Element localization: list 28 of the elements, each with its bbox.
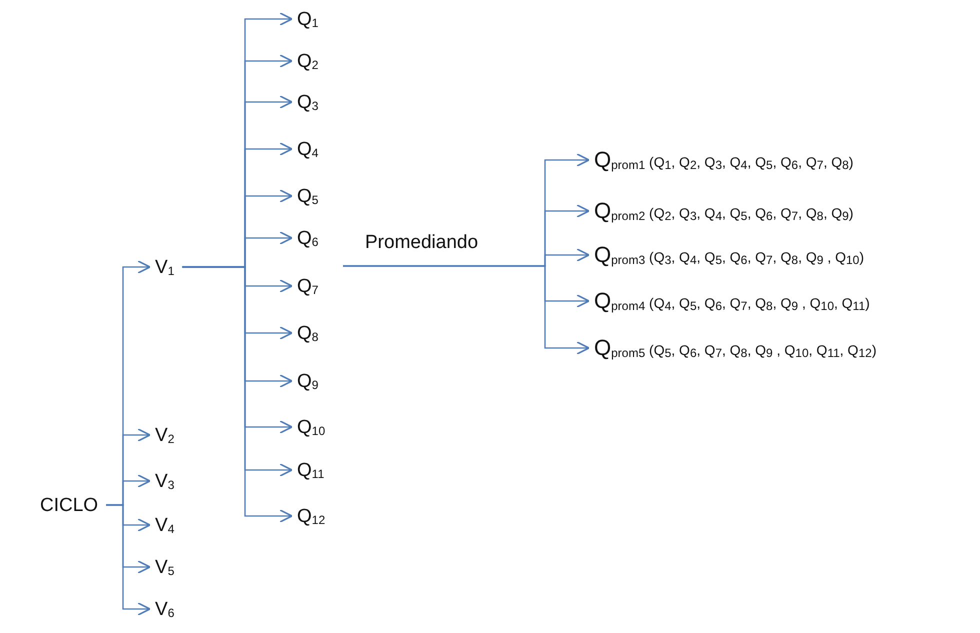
- flow-label: Q$_{4}$: [297, 140, 318, 158]
- flow-label: Q$_{9}$: [297, 372, 318, 390]
- average-label: Q$_{prom2}$ (Q$_{2}$, Q$_{3}$, Q$_{4}$, Q$_{5}$, Q$_{6}$, Q$_{7}$, Q$_{8}$, Q$_{9}$): [594, 200, 854, 222]
- process-label: Promediando: [365, 232, 478, 252]
- average-label: Q$_{prom4}$ (Q$_{4}$, Q$_{5}$, Q$_{6}$, Q$_{7}$, Q$_{8}$, Q$_{9}$ , Q$_{10}$, Q$_{11}$): [594, 290, 870, 312]
- variable-label: V$_{3}$: [155, 472, 174, 490]
- variable-label: V$_{1}$: [155, 258, 174, 276]
- variable-label: V$_{4}$: [155, 516, 174, 534]
- flow-label: Q$_{1}$: [297, 10, 318, 28]
- flow-label: Q$_{10}$: [297, 418, 326, 436]
- average-label: Q$_{prom3}$ (Q$_{3}$, Q$_{4}$, Q$_{5}$, Q$_{6}$, Q$_{7}$, Q$_{8}$, Q$_{9}$ , Q$_{10}$): [594, 244, 864, 266]
- flow-label: Q$_{2}$: [297, 52, 318, 70]
- flow-label: Q$_{3}$: [297, 92, 318, 112]
- variable-label: V$_{5}$: [155, 558, 174, 576]
- flow-label: Q$_{7}$: [297, 276, 318, 296]
- flow-label: Q$_{5}$: [297, 186, 318, 206]
- average-label: Q$_{prom1}$ (Q$_{1}$, Q$_{2}$, Q$_{3}$, Q$_{4}$, Q$_{5}$, Q$_{6}$, Q$_{7}$, Q$_{8}$): [594, 149, 854, 171]
- flow-label: Q$_{11}$: [297, 460, 324, 480]
- flow-label: Q$_{6}$: [297, 228, 318, 248]
- arrow: [106, 504, 151, 616]
- variable-label: V$_{6}$: [155, 600, 174, 618]
- variable-label: V$_{2}$: [155, 426, 174, 444]
- average-label: Q$_{prom5}$ (Q$_{5}$, Q$_{6}$, Q$_{7}$, Q$_{8}$, Q$_{9}$ , Q$_{10}$, Q$_{11}$, Q$_{12}$): [594, 337, 876, 359]
- arrow: [182, 266, 293, 523]
- arrow: [343, 265, 590, 355]
- root-label: CICLO: [40, 496, 98, 514]
- flow-label: Q$_{8}$: [297, 324, 318, 342]
- flow-label: Q$_{12}$: [297, 506, 326, 526]
